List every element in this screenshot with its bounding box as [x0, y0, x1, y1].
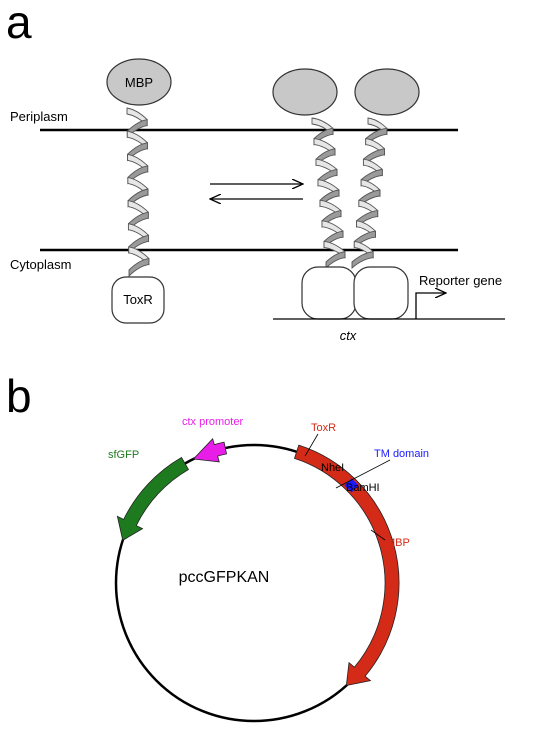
panel-a-letter: a — [6, 0, 32, 48]
feature-label-tm-domain: TM domain — [374, 448, 429, 460]
helix-segment — [351, 251, 374, 269]
reporter-gene-label: Reporter gene — [419, 273, 502, 288]
site-label-bamhi: BamHI — [346, 482, 380, 494]
plasmid-name: pccGFPKAN — [179, 569, 270, 586]
feature-label-mbp: MBP — [386, 537, 410, 549]
panel-b-letter: b — [6, 370, 32, 422]
periplasm-label: Periplasm — [10, 109, 68, 124]
mbp-domain-dimer-right — [354, 68, 420, 116]
mbp-label: MBP — [125, 75, 153, 90]
feature-label-sfgfp: sfGFP — [108, 449, 139, 461]
panel-b: b pccGFPKAN sfGFP ctx promoter ToxR TM d… — [6, 370, 429, 723]
leader-tm-domain — [335, 459, 391, 489]
ctx-label: ctx — [340, 328, 357, 343]
tm-helix-dimer-right — [351, 117, 388, 269]
panel-a: a Periplasm Cytoplasm MBP ToxR Reporter … — [6, 0, 505, 343]
helix-segment — [325, 251, 346, 270]
feature-arc-toxr-mbp — [293, 444, 400, 687]
feature-arc-ctx-promoter — [192, 438, 228, 463]
tm-helix-monomer — [126, 107, 150, 278]
leader-mbp — [370, 529, 386, 541]
plasmid-features — [116, 438, 400, 687]
toxr-label: ToxR — [123, 292, 153, 307]
toxr-domain-monomer — [111, 276, 165, 324]
helix-segment — [128, 257, 150, 278]
mbp-domain-monomer — [106, 58, 172, 106]
feature-label-ctx-promoter: ctx promoter — [182, 416, 243, 428]
mbp-domain-dimer-left — [272, 68, 338, 116]
site-label-nhei: NheI — [321, 462, 344, 474]
tm-helix-dimer-left — [311, 117, 346, 270]
transcription-start-arrow — [415, 293, 446, 319]
leader-toxr — [304, 433, 319, 457]
feature-arc-sfgfp — [116, 456, 190, 541]
toxr-domain-dimer-left — [301, 266, 357, 320]
cytoplasm-label: Cytoplasm — [10, 257, 71, 272]
toxr-domain-dimer-right — [353, 266, 409, 320]
feature-label-toxr: ToxR — [311, 422, 336, 434]
